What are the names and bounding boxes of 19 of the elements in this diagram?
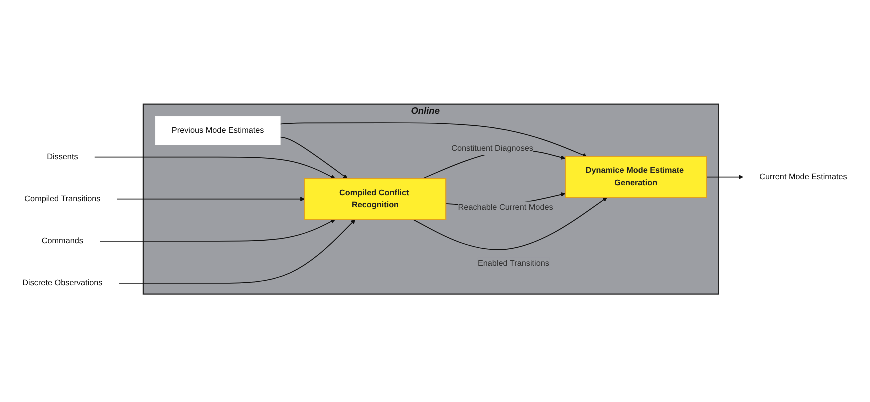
edge-label: Enabled Transitions — [478, 258, 550, 268]
node-text: Current Mode Estimates — [760, 172, 848, 182]
node-box: Previous Mode Estimates — [155, 116, 281, 146]
node-text: Commands — [42, 236, 84, 246]
arrow — [706, 174, 744, 180]
arrow — [412, 197, 608, 250]
node-text: Discrete Observations — [22, 278, 103, 288]
node-box: Dynamice Mode Estimate Generation — [565, 156, 708, 198]
edge-label: Reachable Current Modes — [458, 202, 554, 212]
arrow — [280, 122, 588, 158]
node-text: Compiled Transitions — [24, 194, 101, 204]
node-text: Dissents — [47, 152, 78, 162]
edge-label: Constituent Diagnoses — [452, 144, 534, 153]
arrow — [99, 219, 336, 242]
arrow — [118, 219, 356, 284]
arrow — [116, 196, 306, 202]
node-box: Compiled Conflict Recognition — [304, 178, 447, 220]
arrow — [280, 136, 348, 180]
arrow — [94, 156, 336, 180]
